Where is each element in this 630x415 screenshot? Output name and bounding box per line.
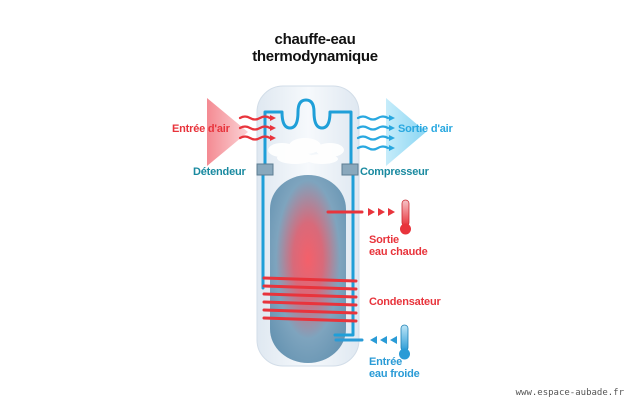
title-line-2: thermodynamique [252, 48, 378, 65]
air-inlet-chevrons [270, 115, 276, 141]
label-hot-out-2: eau chaude [369, 246, 428, 258]
expansion-valve-block [256, 163, 274, 176]
hot-thermometer-icon [400, 199, 411, 235]
refrigerant-circuit [261, 98, 355, 337]
cold-water-arrows [370, 336, 397, 344]
cold-thermometer-icon [399, 324, 410, 360]
vapor-clouds [268, 138, 344, 164]
label-condenser: Condensateur [369, 296, 441, 308]
title-line-1: chauffe-eau [274, 31, 356, 48]
air-inlet-waves [238, 115, 272, 141]
condenser-coil [262, 276, 358, 323]
label-compressor: Compresseur [360, 166, 429, 178]
label-expansion-valve: Détendeur [193, 166, 246, 178]
air-outlet-waves [356, 115, 390, 151]
air-outlet-arrow [386, 98, 426, 166]
label-air-out: Sortie d'air [398, 123, 453, 135]
label-cold-in-1: Entrée [369, 356, 403, 368]
hot-water-arrows [368, 208, 395, 216]
label-hot-out-1: Sortie [369, 234, 399, 246]
water-tank [270, 175, 346, 363]
air-outlet-chevrons [389, 115, 395, 151]
label-air-in: Entrée d'air [172, 123, 230, 135]
compressor-block [341, 163, 359, 176]
air-inlet-arrow [207, 98, 248, 166]
label-cold-in-2: eau froide [369, 368, 420, 380]
site-watermark: www.espace-aubade.fr [515, 388, 624, 398]
